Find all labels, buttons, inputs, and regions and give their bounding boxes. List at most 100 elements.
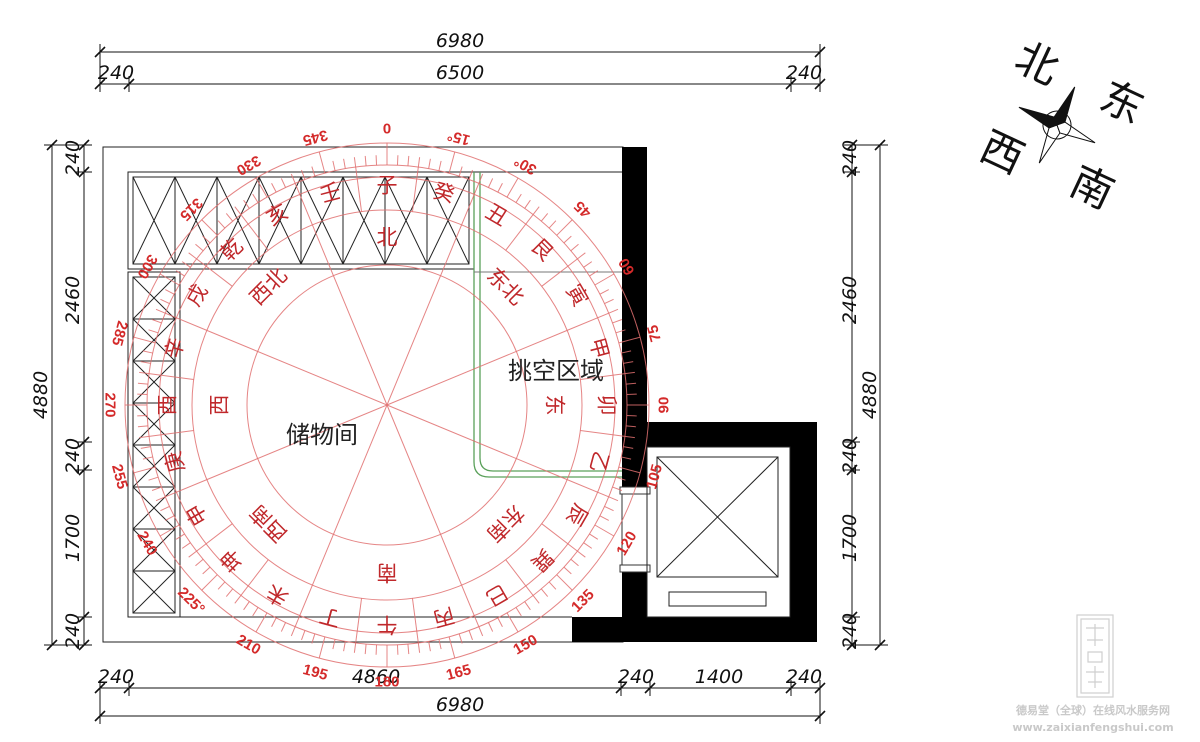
compass-mountain-line: [196, 523, 233, 552]
compass-degree-tick: [225, 213, 234, 222]
compass-degree-tick: [604, 298, 614, 305]
compass-mountain-line: [196, 258, 233, 287]
compass-sector-label: 西南: [245, 500, 292, 547]
cabinet-cross: [174, 176, 218, 265]
cabinet-cross: [132, 276, 176, 320]
dim-right-mid: 240: [839, 438, 861, 474]
compass-mountain-label: 戌: [181, 280, 212, 310]
compass-degree-tick: [448, 636, 456, 659]
compass-degree-tick: [160, 298, 170, 305]
compass-degree-tick: [487, 178, 494, 188]
compass-mountain-label: 丑: [482, 199, 512, 230]
compass-degree-tick: [548, 581, 557, 590]
compass-degree-label: 90: [656, 397, 673, 414]
compass-degree-tick: [532, 206, 540, 215]
compass-mountain-label: 酉: [156, 395, 180, 416]
compass-mountain-label: 子: [377, 174, 398, 198]
compass-mountain-label: 乾: [216, 234, 248, 266]
compass-degree-label: 105: [643, 462, 666, 491]
compass-degree-tick: [142, 350, 153, 354]
compass-degree-tick: [165, 515, 175, 521]
compass-degree-tick: [181, 261, 191, 268]
compass-degree-tick: [556, 219, 573, 236]
dim-bottom-total: 6980: [436, 694, 484, 716]
compass-degree-label: 60: [615, 255, 638, 278]
compass-degree-label: 255: [108, 462, 131, 491]
compass-degree-tick: [142, 456, 153, 460]
dim-left-total: 4880: [30, 371, 52, 419]
dim-top-left: 240: [98, 62, 134, 84]
orientation-south: 南: [1063, 156, 1122, 218]
compass-degree-tick: [290, 626, 296, 637]
watermark-text: 德易堂（全球）在线风水服务网: [1015, 703, 1170, 717]
cabinet-cross: [132, 360, 176, 404]
compass-mountain-line: [148, 429, 194, 437]
compass-degree-tick: [311, 166, 316, 177]
compass-sector-line: [386, 404, 463, 586]
compass-degree-tick: [243, 601, 250, 611]
compass-mountain-label: 卯: [595, 395, 619, 416]
compass-ring: [158, 176, 616, 634]
compass-sector-label: 东北: [482, 263, 529, 310]
compass-degree-tick: [159, 273, 180, 286]
cabinet-left: [127, 271, 181, 618]
compass-mountain-label: 未: [262, 579, 292, 610]
compass-degree-tick: [301, 630, 306, 641]
compass-degree-tick: [165, 289, 175, 295]
cabinet-cross: [426, 176, 470, 265]
dim-top-total: 6980: [436, 30, 484, 52]
compass-degree-tick: [364, 644, 367, 655]
dim-right-total: 4880: [859, 371, 881, 419]
compass-degree-tick: [255, 177, 268, 198]
compass-sector-label: 东: [543, 395, 567, 416]
compass-mountain-line: [240, 214, 269, 251]
compass-mountain-line: [580, 373, 626, 381]
compass-mountain-line: [461, 183, 480, 226]
compass-degree-tick: [515, 193, 522, 203]
cabinet-cross: [132, 318, 176, 362]
compass-sector-line: [206, 404, 388, 481]
compass-degree-tick: [594, 524, 615, 537]
compass-sector-line: [386, 224, 463, 406]
compass-degree-tick: [139, 435, 150, 439]
compass-mountain-line: [541, 258, 578, 287]
compass-degree-tick: [618, 336, 641, 344]
compass-mountain-line: [505, 214, 534, 251]
compass-degree-label: 210: [233, 631, 263, 658]
compass-degree-tick: [364, 155, 367, 166]
compass-degree-tick: [599, 515, 609, 521]
compass-degree-tick: [468, 169, 473, 180]
compass-degree-tick: [624, 371, 635, 375]
compass-mountain-label: 巳: [482, 579, 512, 610]
dim-top-inner: 6500: [436, 62, 484, 84]
compass-mountain-line: [148, 373, 194, 381]
compass-degree-tick: [148, 329, 159, 334]
compass-degree-tick: [417, 157, 421, 168]
compass-degree-tick: [175, 533, 185, 540]
compass-degree-tick: [311, 633, 316, 644]
cabinet-cross: [300, 176, 344, 265]
cabinet-top: [127, 171, 475, 270]
compass-degree-tick: [417, 642, 421, 653]
compass-degree-tick: [332, 639, 336, 650]
compass-degree-label: 165: [444, 661, 473, 684]
dim-bottom-left: 240: [98, 666, 134, 688]
compass-degree-tick: [137, 425, 148, 428]
compass-degree-tick: [487, 622, 494, 632]
compass-degree-label: 180: [374, 674, 399, 691]
dim-left-upper: 2460: [62, 276, 84, 324]
compass-degree-tick: [201, 574, 218, 591]
compass-degree-tick: [353, 642, 357, 653]
compass-degree-tick: [188, 252, 197, 260]
compass-degree-tick: [133, 466, 156, 474]
compass-mountain-line: [294, 584, 313, 627]
compass-mountain-label: 辛: [161, 335, 190, 361]
compass-degree-tick: [540, 588, 549, 597]
compass-sector-line: [206, 329, 388, 406]
compass-degree-tick: [155, 308, 166, 314]
compass-mountain-label: 午: [377, 613, 398, 637]
compass-sector-label: 南: [377, 561, 398, 585]
compass-degree-tick: [563, 566, 572, 575]
compass-degree-tick: [160, 505, 170, 512]
compass-degree-tick: [563, 235, 572, 244]
